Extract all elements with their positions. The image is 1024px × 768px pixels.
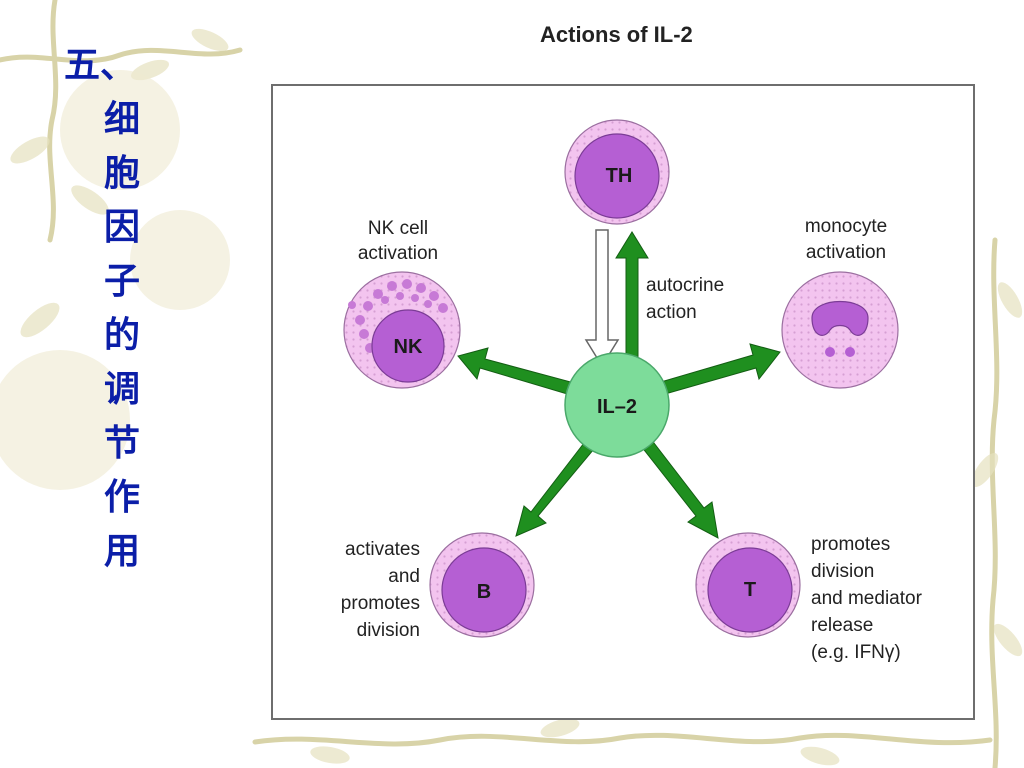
arrow-to-t bbox=[633, 429, 719, 539]
diagram-title: Actions of IL-2 bbox=[540, 22, 693, 47]
annotation-line: activation bbox=[806, 242, 886, 263]
heading-char: 作 bbox=[104, 476, 141, 518]
annotation-line: promotes bbox=[811, 534, 890, 555]
annotation-line: (e.g. IFNγ) bbox=[811, 642, 901, 663]
annotation-line: release bbox=[811, 615, 873, 636]
slide-heading: 五、 细 胞 因 子 的 调 节 作 用 bbox=[58, 38, 168, 578]
il2-center bbox=[564, 352, 670, 458]
cell-nk bbox=[343, 271, 461, 389]
heading-char: 子 bbox=[104, 260, 141, 302]
annotation-monocyte: monocyte activation bbox=[805, 216, 887, 263]
th-label: TH bbox=[606, 165, 633, 187]
cell-th bbox=[564, 119, 670, 225]
heading-char: 节 bbox=[104, 422, 141, 464]
b-label: B bbox=[477, 581, 491, 603]
annotation-line: division bbox=[811, 561, 874, 582]
heading-char: 细 bbox=[104, 98, 141, 140]
annotation-line: autocrine bbox=[646, 275, 724, 296]
nk-label: NK bbox=[394, 336, 423, 358]
annotation-line: and bbox=[388, 566, 420, 587]
heading-char: 因 bbox=[104, 206, 141, 248]
annotation-line: monocyte bbox=[805, 216, 887, 237]
heading-char: 调 bbox=[104, 368, 141, 410]
cell-b bbox=[429, 532, 535, 638]
heading-char: 胞 bbox=[104, 152, 141, 194]
annotation-b: activates and promotes division bbox=[341, 539, 420, 641]
cell-t bbox=[695, 532, 801, 638]
annotation-line: activation bbox=[358, 243, 438, 264]
annotation-line: and mediator bbox=[811, 588, 923, 609]
arrow-to-monocyte bbox=[653, 343, 781, 397]
heading-char: 的 bbox=[104, 314, 141, 356]
annotation-nk: NK cell activation bbox=[358, 218, 438, 264]
annotation-line: action bbox=[646, 302, 697, 323]
annotation-autocrine: autocrine action bbox=[646, 275, 724, 323]
heading-char: 用 bbox=[104, 530, 141, 572]
arrow-to-nk bbox=[457, 347, 579, 397]
annotation-line: division bbox=[357, 620, 420, 641]
heading-chars: 细 胞 因 子 的 调 节 作 用 bbox=[104, 92, 168, 578]
heading-number: 五、 bbox=[64, 44, 137, 86]
cell-monocyte bbox=[781, 271, 899, 389]
annotation-line: activates bbox=[345, 539, 420, 560]
arrows bbox=[457, 231, 781, 539]
il2-label: IL–2 bbox=[597, 396, 637, 418]
arrow-th-to-il2 bbox=[584, 229, 620, 368]
annotation-line: promotes bbox=[341, 593, 420, 614]
annotation-line: NK cell bbox=[368, 218, 428, 239]
arrow-to-th bbox=[615, 231, 649, 363]
annotation-t: promotes division and mediator release (… bbox=[811, 534, 923, 663]
t-label: T bbox=[744, 579, 756, 601]
